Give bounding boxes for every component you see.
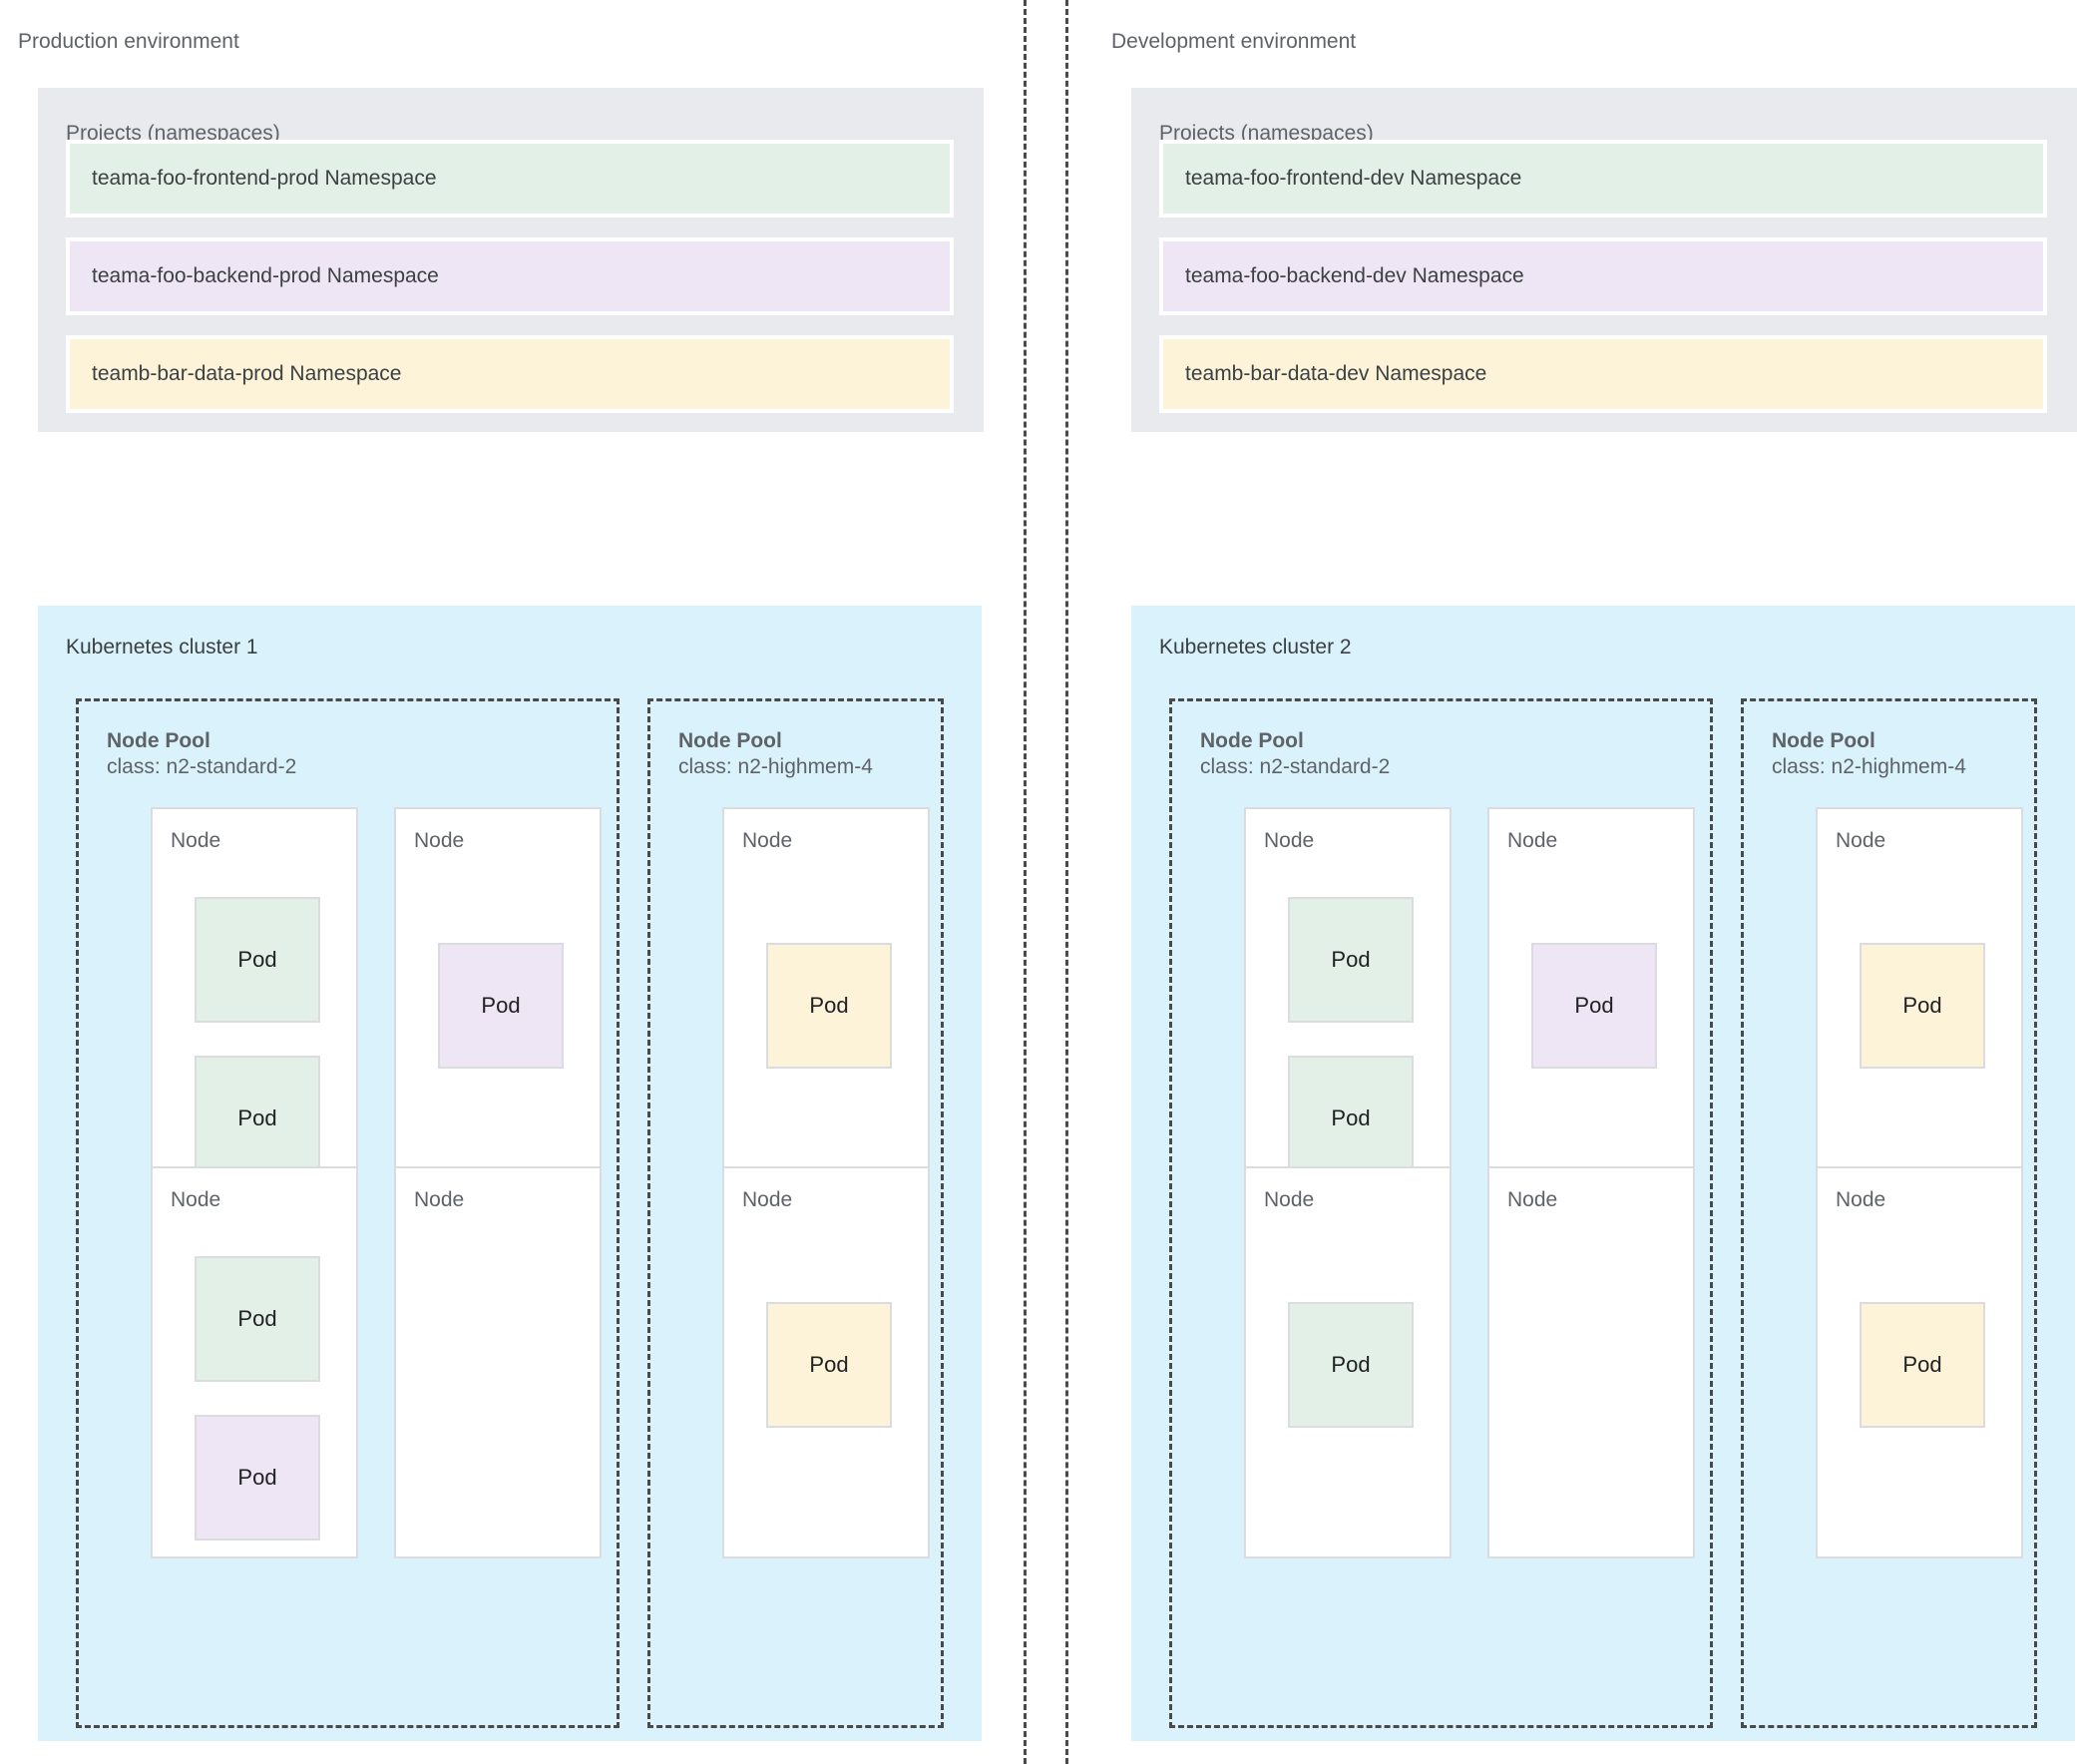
environment-divider-1 [1024,0,1027,1764]
node-label: Node [1507,829,1558,852]
projects-panel-title: Projects (namespaces) [1159,122,1374,145]
pod-label: Pod [237,1105,277,1130]
pod-label: Pod [1902,1352,1942,1377]
pod-label: Pod [237,1465,277,1490]
namespace-box[interactable]: teama-foo-backend-dev Namespace [1159,237,2047,315]
node-pool-title: Node Pool [107,729,210,752]
environment-title: Development environment [1111,30,1357,53]
namespace-label: teama-foo-frontend-prod Namespace [92,167,437,190]
node-label: Node [742,1188,793,1211]
node-pool-class: class: n2-standard-2 [1200,755,1391,778]
pod-box[interactable]: Pod [195,1415,320,1541]
pod-box[interactable]: Pod [1288,1302,1414,1428]
namespace-label: teama-foo-backend-prod Namespace [92,264,439,287]
pod-box[interactable]: Pod [1288,1056,1414,1181]
node-box[interactable]: Node [394,1166,602,1558]
cluster-title: Kubernetes cluster 2 [1159,636,1352,659]
pod-box[interactable]: Pod [195,897,320,1023]
projects-panel: Projects (namespaces) teama-foo-frontend-… [1131,88,2077,432]
pod-label: Pod [1574,993,1614,1018]
node-pool-title: Node Pool [1200,729,1304,752]
environment-title: Production environment [18,30,239,53]
pod-label: Pod [809,1352,849,1377]
cluster-panel: Kubernetes cluster 1 Node Pool class: n2-s… [38,606,982,1741]
pod-box[interactable]: Pod [195,1256,320,1382]
pod-label: Pod [1331,1352,1371,1377]
node-label: Node [414,1188,465,1211]
namespace-label: teamb-bar-data-dev Namespace [1185,362,1487,385]
pod-box[interactable]: Pod [1288,897,1414,1023]
namespace-box[interactable]: teamb-bar-data-dev Namespace [1159,335,2047,413]
pod-box[interactable]: Pod [1860,1302,1985,1428]
pod-label: Pod [237,947,277,972]
pod-box[interactable]: Pod [438,943,564,1069]
pod-box[interactable]: Pod [766,943,892,1069]
namespace-label: teama-foo-backend-dev Namespace [1185,264,1524,287]
namespace-box[interactable]: teama-foo-frontend-prod Namespace [66,140,954,218]
node-label: Node [1836,1188,1886,1211]
namespace-box[interactable]: teama-foo-backend-prod Namespace [66,237,954,315]
node-label: Node [742,829,793,852]
cluster-panel: Kubernetes cluster 2 Node Pool class: n2-s… [1131,606,2075,1741]
namespace-label: teamb-bar-data-prod Namespace [92,362,402,385]
node-pool-class: class: n2-standard-2 [107,755,297,778]
pod-box[interactable]: Pod [1531,943,1657,1069]
node-label: Node [1507,1188,1558,1211]
pod-label: Pod [809,993,849,1018]
namespace-label: teama-foo-frontend-dev Namespace [1185,167,1522,190]
node-label: Node [1264,1188,1315,1211]
node-label: Node [1264,829,1315,852]
cluster-title: Kubernetes cluster 1 [66,636,258,659]
pod-label: Pod [481,993,521,1018]
node-label: Node [1836,829,1886,852]
pod-box[interactable]: Pod [766,1302,892,1428]
projects-panel-title: Projects (namespaces) [66,122,280,145]
node-pool-class: class: n2-highmem-4 [678,755,873,778]
node-pool-class: class: n2-highmem-4 [1772,755,1966,778]
pod-label: Pod [1331,947,1371,972]
pod-label: Pod [237,1306,277,1331]
pod-label: Pod [1331,1105,1371,1130]
namespace-box[interactable]: teama-foo-frontend-dev Namespace [1159,140,2047,218]
node-pool-title: Node Pool [678,729,782,752]
namespace-box[interactable]: teamb-bar-data-prod Namespace [66,335,954,413]
node-label: Node [171,1188,221,1211]
node-label: Node [171,829,221,852]
environment-divider-2 [1065,0,1068,1764]
node-box[interactable]: Node [1487,1166,1695,1558]
node-label: Node [414,829,465,852]
pod-box[interactable]: Pod [1860,943,1985,1069]
pod-box[interactable]: Pod [195,1056,320,1181]
node-pool-title: Node Pool [1772,729,1875,752]
pod-label: Pod [1902,993,1942,1018]
projects-panel: Projects (namespaces) teama-foo-frontend-… [38,88,984,432]
